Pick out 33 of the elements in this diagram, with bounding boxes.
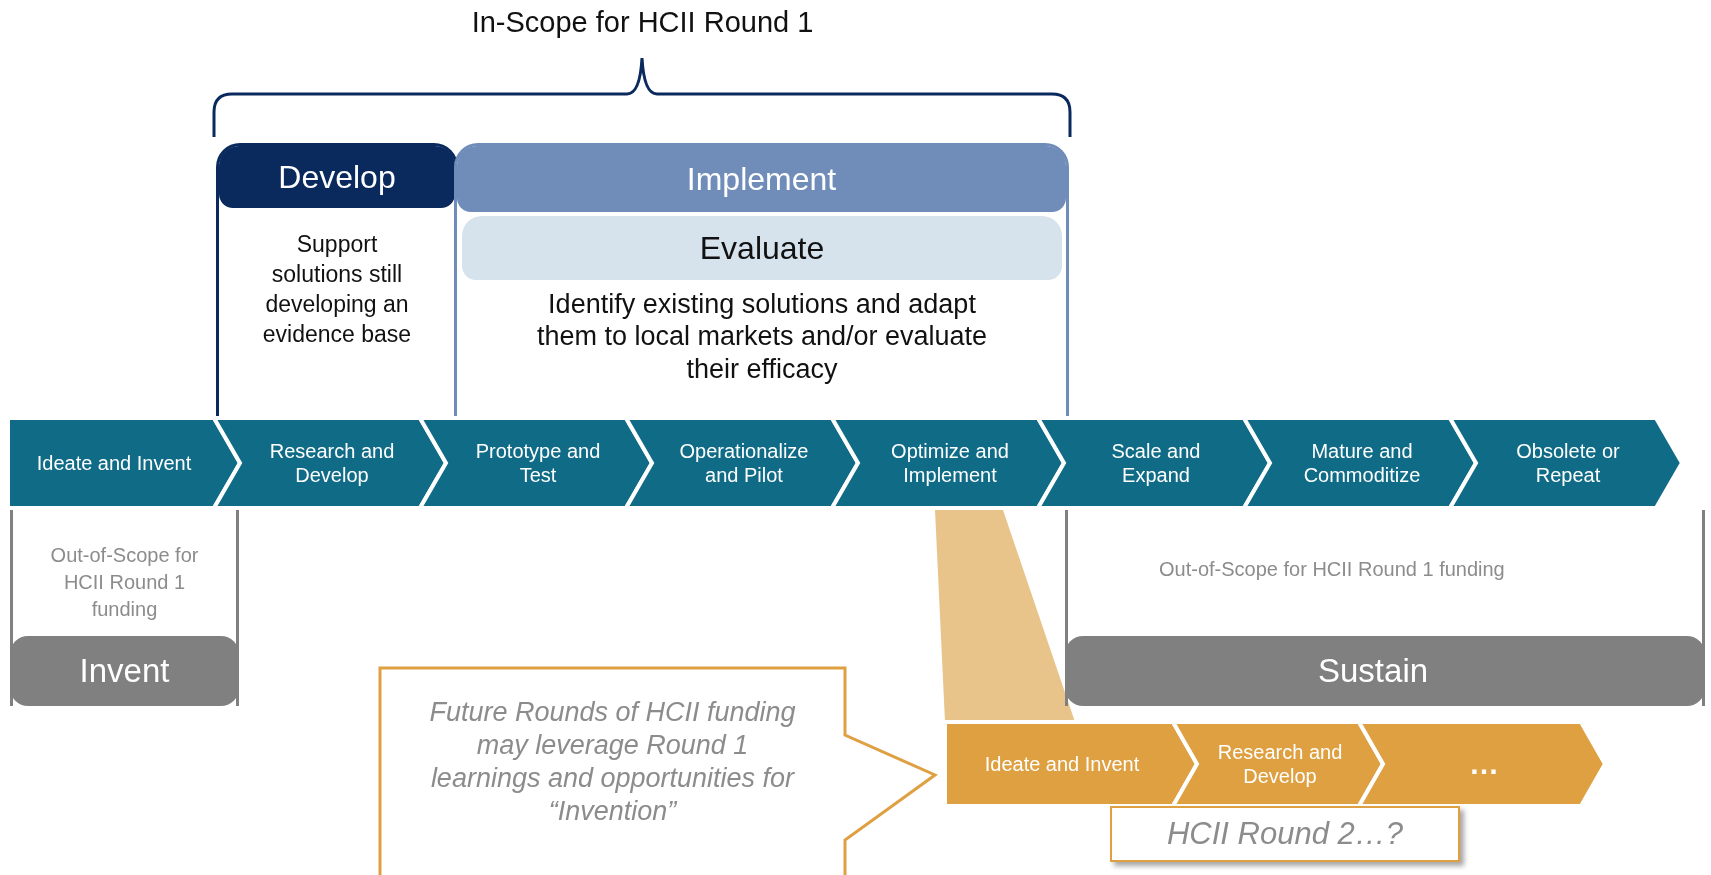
step-label: …: [1468, 746, 1500, 782]
scope-note: Out-of-Scope for HCII Round 1 funding: [49, 543, 200, 622]
step-label: Ideate and Invent: [35, 451, 193, 475]
step-label: Research and Develop: [1216, 740, 1344, 788]
panel-text: Support solutions still developing an evidence base: [261, 230, 413, 349]
panel-heading: Evaluate: [462, 216, 1062, 280]
step-label: Operationalize and Pilot: [678, 439, 810, 487]
phase-bar: Sustain: [1065, 636, 1705, 706]
phase-panel: [216, 143, 458, 416]
speech-callout: [380, 668, 940, 875]
phase-panel: [454, 143, 1069, 416]
scope-panel: [1065, 510, 1705, 706]
callout-text: Future Rounds of HCII funding may leverage Round 1 learnings and opportunities for “Invention”: [428, 696, 797, 828]
chevron-step: [945, 722, 1197, 806]
chevron-step: [1450, 418, 1682, 508]
step-label: Prototype and Test: [474, 439, 602, 487]
step-label: Research and Develop: [268, 439, 396, 487]
step-label: Obsolete or Repeat: [1515, 439, 1621, 487]
round-tag: HCII Round 2…?: [1110, 806, 1460, 862]
chevron-step: [8, 418, 240, 508]
phase-bar: Invent: [10, 636, 239, 706]
panel-heading: Develop: [219, 146, 455, 208]
scope-note: Out-of-Scope for HCII Round 1 funding: [1158, 557, 1506, 582]
step-label: Ideate and Invent: [983, 752, 1141, 776]
chevron-step: [1359, 722, 1605, 806]
panel-text: Identify existing solutions and adapt them to local markets and/or evaluate their efficacy: [535, 288, 989, 386]
bracket-label: In-Scope for HCII Round 1: [470, 6, 815, 39]
step-label: Mature and Commoditize: [1302, 439, 1422, 487]
scope-panel: [10, 510, 239, 706]
step-label: Scale and Expand: [1110, 439, 1202, 487]
step-label: Optimize and Implement: [890, 439, 1010, 487]
panel-heading: Implement: [457, 146, 1066, 212]
zoom-wedge: [935, 510, 1075, 722]
